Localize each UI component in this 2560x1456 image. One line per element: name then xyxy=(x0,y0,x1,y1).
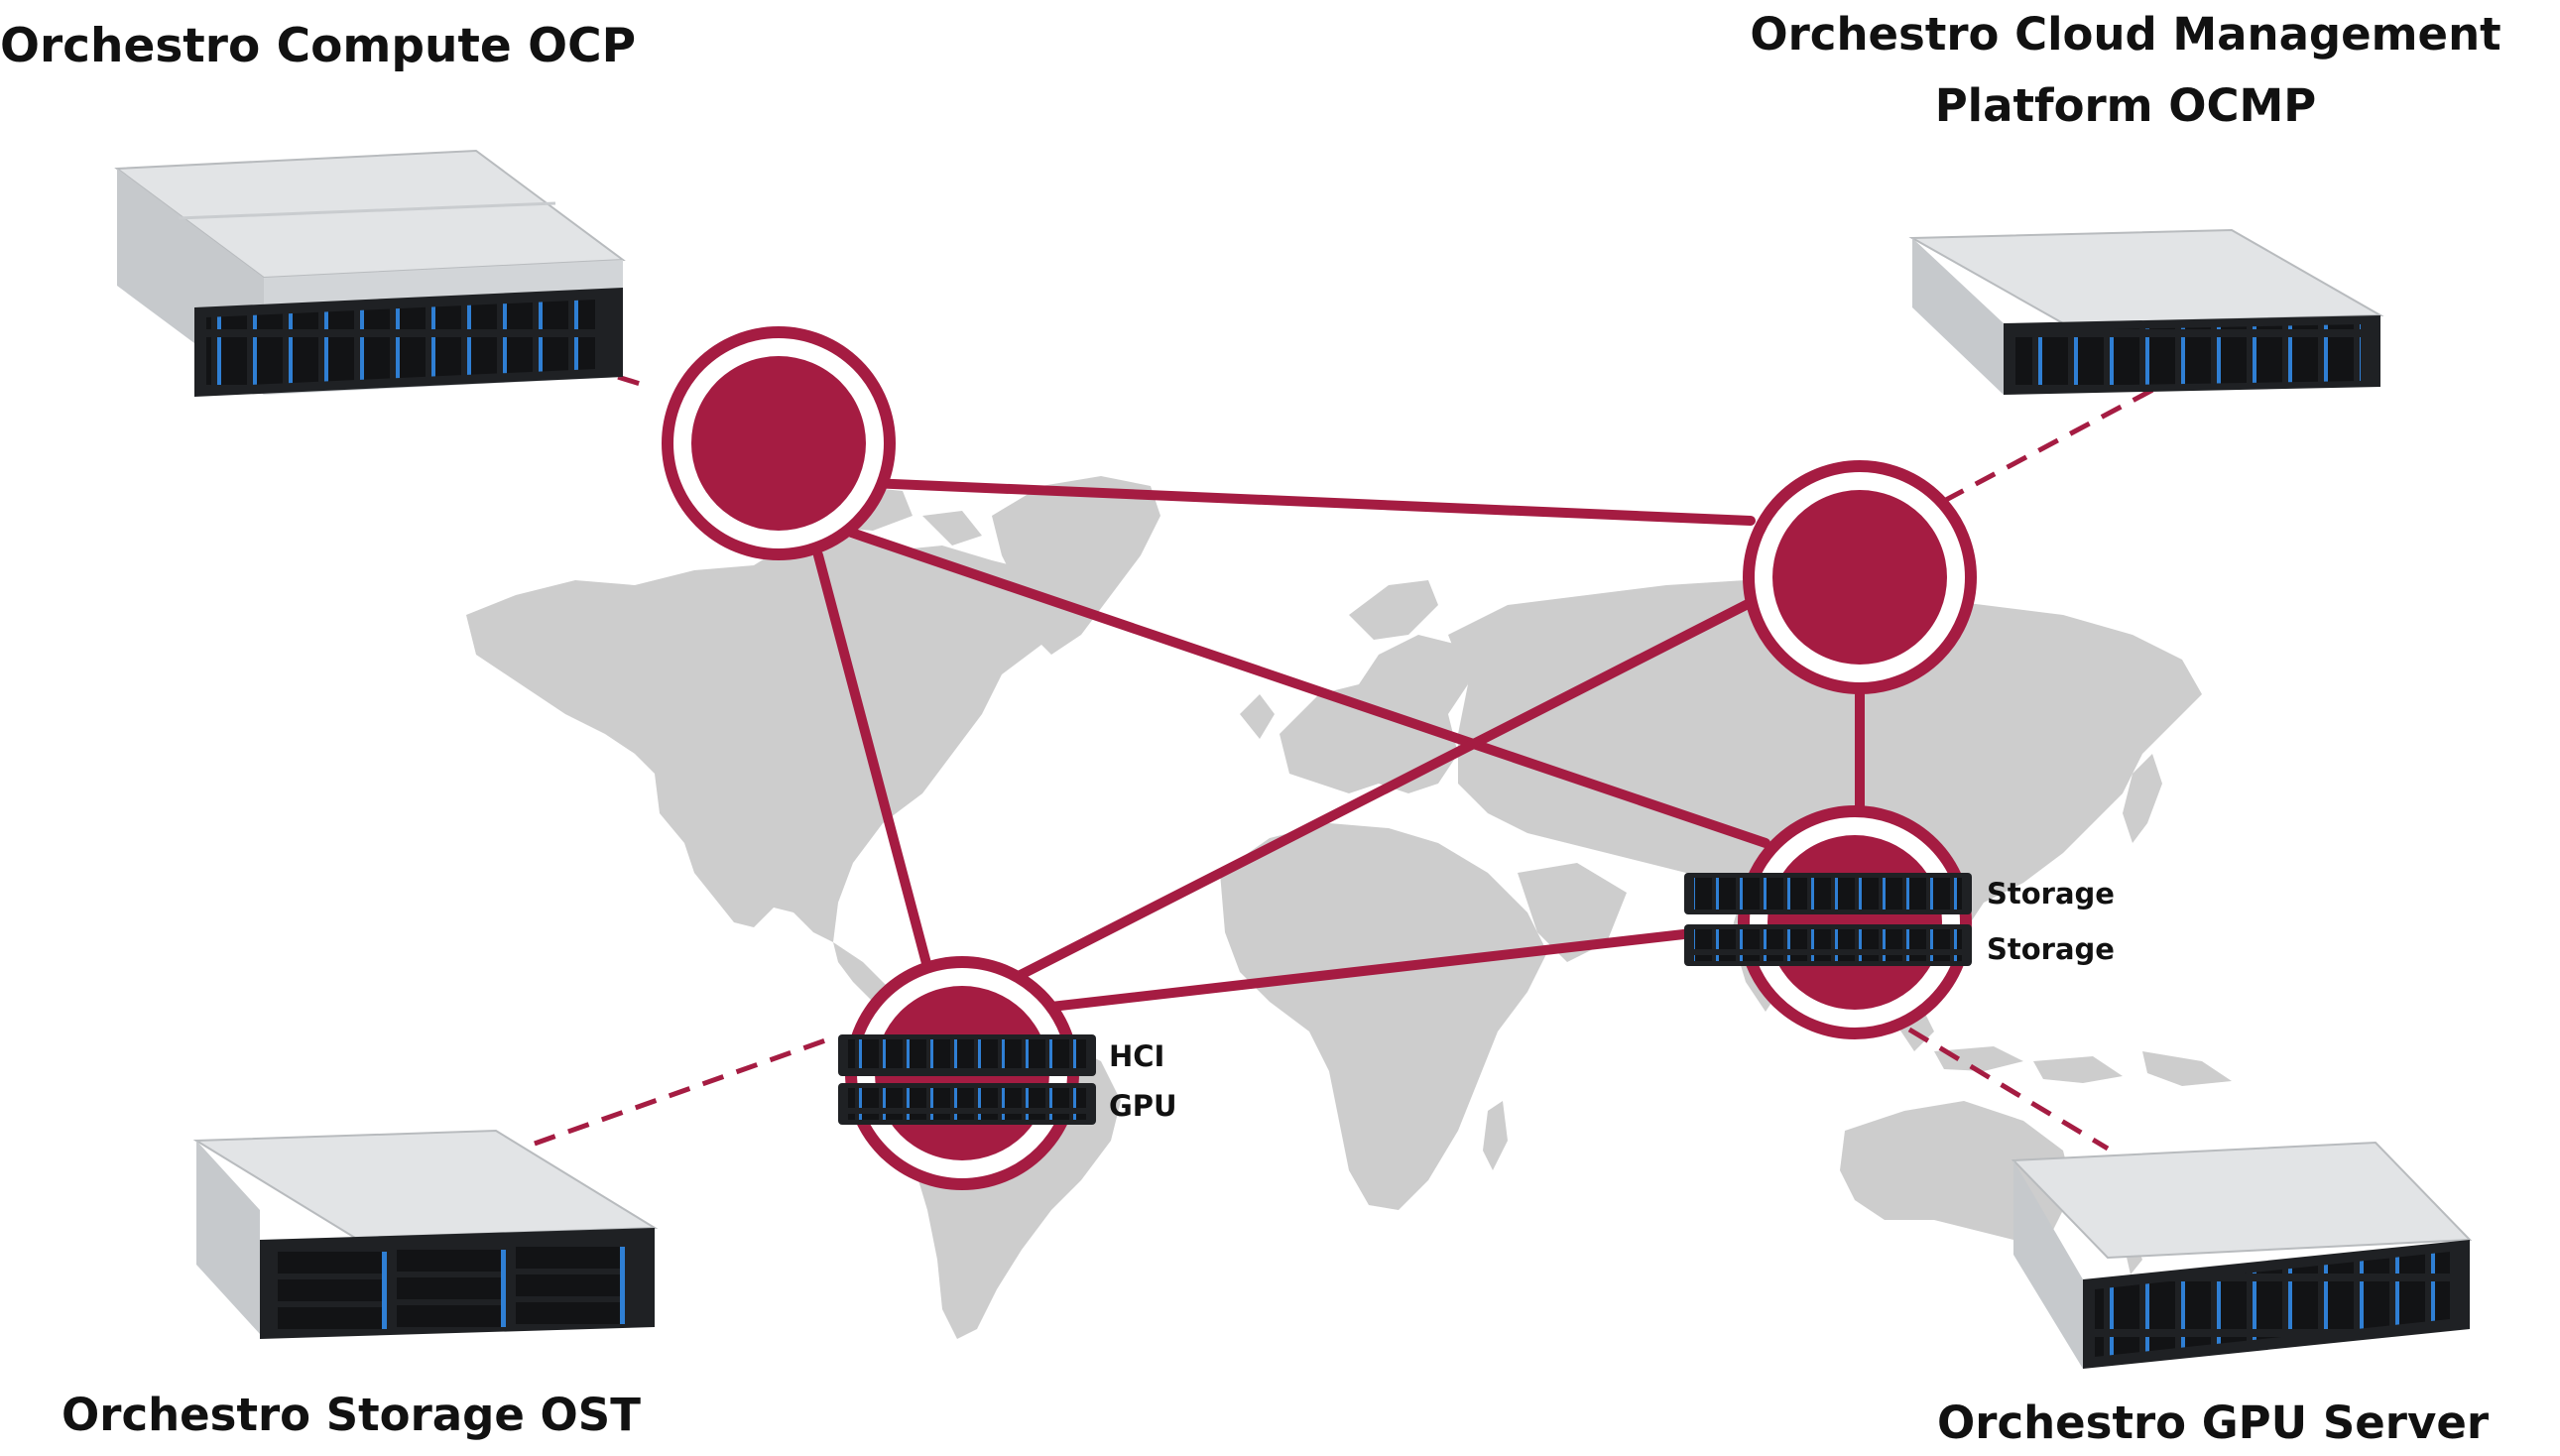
dash-storage xyxy=(501,1039,828,1155)
rack-server-icon[interactable] xyxy=(117,151,623,397)
node-label-hci: HCI xyxy=(1109,1039,1164,1073)
red-circle-node-icon[interactable] xyxy=(1749,466,1971,688)
title-storage: Orchestro Storage OST xyxy=(61,1389,641,1441)
title-gpu: Orchestro GPU Server xyxy=(1937,1396,2490,1449)
red-circle-node-icon[interactable] xyxy=(668,332,890,554)
red-circle-node-icon[interactable] xyxy=(1744,811,1966,1033)
node-label-storage-bottom: Storage xyxy=(1987,932,2115,966)
node-label-gpu: GPU xyxy=(1109,1089,1177,1123)
rack-server-icon[interactable] xyxy=(196,1131,655,1339)
node-label-storage-top: Storage xyxy=(1987,877,2115,910)
rack-server-icon[interactable] xyxy=(1912,230,2380,395)
title-cloud-line1: Orchestro Cloud Management xyxy=(1750,8,2500,61)
rack-server-icon[interactable] xyxy=(2013,1143,2470,1369)
title-compute: Orchestro Compute OCP xyxy=(0,19,636,73)
title-cloud-line2: Platform OCMP xyxy=(1935,79,2317,132)
